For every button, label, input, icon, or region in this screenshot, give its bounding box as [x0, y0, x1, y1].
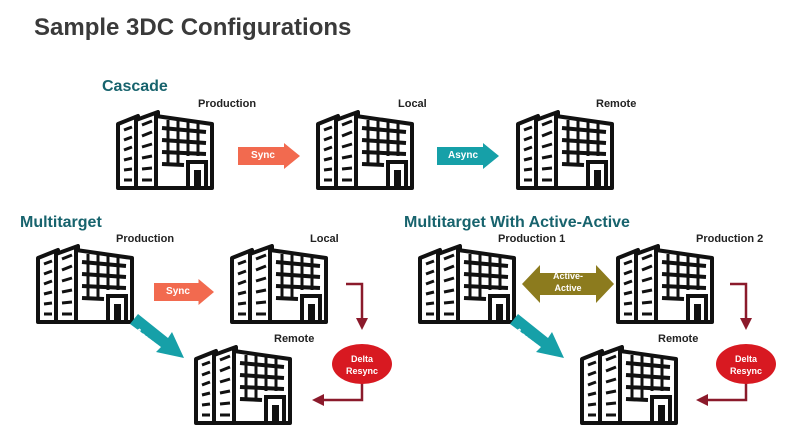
active-active-remote-label: Remote: [658, 333, 699, 345]
multitarget-sync-label: Sync: [166, 286, 190, 297]
cascade-remote-building-icon: [512, 110, 616, 190]
cascade-remote-label: Remote: [596, 98, 637, 110]
active-active-arrow: Active- Active: [522, 263, 614, 305]
multitarget-production-building-icon: [32, 244, 136, 324]
cascade-sync-label: Sync: [251, 150, 275, 161]
active-active-title: Multitarget With Active-Active: [404, 214, 630, 231]
active-active-resync-line1: Delta: [734, 353, 757, 364]
active-active-line2: Active: [554, 283, 582, 293]
active-active-resync-line2: Resync: [729, 365, 763, 376]
multitarget-resync-path: [312, 282, 368, 406]
active-active-resync-path: [696, 282, 752, 406]
multitarget-local-label: Local: [310, 233, 339, 245]
cascade-sync-arrow: Sync: [238, 143, 300, 169]
cascade-async-label: Async: [447, 150, 478, 161]
active-active-line1: Active-: [552, 271, 583, 281]
active-active-async-arrow: Async: [508, 312, 566, 360]
multitarget-resync-line2: Resync: [345, 365, 379, 376]
page-title: Sample 3DC Configurations: [34, 14, 352, 41]
cascade-local-building-icon: [312, 110, 416, 190]
cascade-production-label: Production: [198, 98, 257, 110]
cascade-async-arrow: Async: [437, 143, 499, 169]
multitarget-remote-building-icon: [190, 345, 294, 425]
multitarget-sync-arrow: Sync: [154, 279, 214, 305]
multitarget-remote-label: Remote: [274, 333, 315, 345]
multitarget-async-arrow: Async: [128, 312, 186, 360]
active-active-production1-label: Production 1: [498, 233, 566, 245]
multitarget-production-label: Production: [116, 233, 175, 245]
cascade-local-label: Local: [398, 98, 427, 110]
active-active-production2-label: Production 2: [696, 233, 764, 245]
active-active-remote-building-icon: [576, 345, 680, 425]
cascade-title: Cascade: [102, 78, 168, 95]
active-active-production1-building-icon: [414, 244, 518, 324]
multitarget-resync-line1: Delta: [350, 353, 373, 364]
multitarget-title: Multitarget: [20, 214, 102, 231]
cascade-production-building-icon: [112, 110, 216, 190]
